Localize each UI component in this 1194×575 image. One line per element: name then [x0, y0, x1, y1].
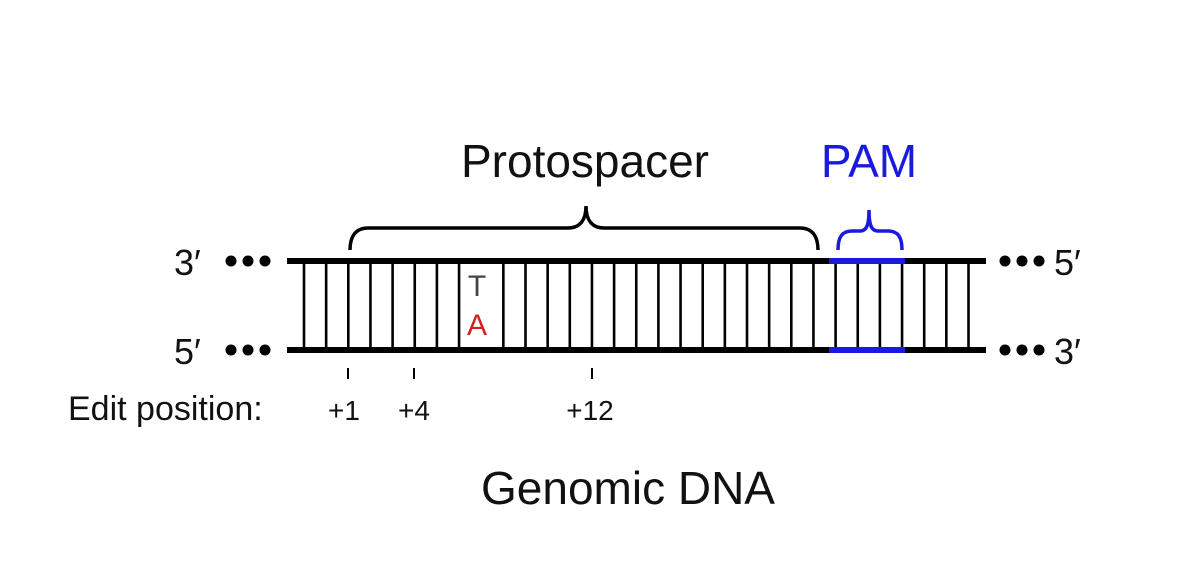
edited-base-bottom: A [467, 309, 487, 342]
edited-base-top: T [468, 270, 486, 303]
bottom-right-dots [999, 344, 1045, 356]
edit-position-plus1: +1 [328, 395, 360, 426]
top-right-end-label: 5′ [1054, 242, 1081, 283]
diagram-caption: Genomic DNA [481, 462, 775, 514]
edit-position-plus12: +12 [566, 395, 614, 426]
bottom-left-dots [225, 344, 271, 356]
pam-brace [836, 209, 904, 251]
pam-label: PAM [821, 135, 917, 187]
protospacer-brace [348, 205, 820, 251]
bottom-left-end-label: 5′ [174, 331, 201, 372]
top-right-dots [999, 255, 1045, 267]
top-left-dots [225, 255, 271, 267]
base-pair-rungs [302, 262, 970, 349]
bottom-right-end-label: 3′ [1054, 331, 1081, 372]
edit-position-plus4: +4 [398, 395, 430, 426]
edit-position-label: Edit position: [68, 390, 263, 428]
protospacer-label: Protospacer [461, 135, 709, 187]
top-left-end-label: 3′ [174, 242, 201, 283]
